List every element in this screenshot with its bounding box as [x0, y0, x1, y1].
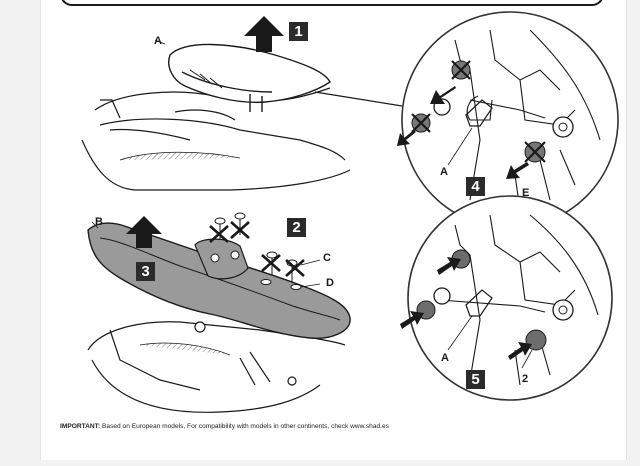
step-1-scooter: [81, 87, 351, 191]
step-3-badge: 3: [136, 262, 155, 281]
removal-arrow: [430, 86, 456, 104]
lift-arrow-step-1: [244, 16, 284, 52]
step-1-badge: 1: [289, 22, 308, 41]
important-text: Based on European models, For compatibil…: [100, 423, 389, 430]
bolt-removed-marks: [411, 60, 546, 163]
important-label: IMPORTANT:: [60, 423, 101, 430]
callout-screw-c: C: [323, 252, 331, 264]
fixing-screws: [214, 212, 321, 290]
detail-circle-5: [400, 195, 613, 401]
callout-washer-d: D: [326, 277, 334, 289]
callout-detail4-e: E: [522, 187, 530, 199]
callout-detail5-2: 2: [522, 373, 529, 385]
callout-detail4-a: A: [440, 166, 448, 178]
step-2-badge: 2: [287, 218, 306, 237]
step-5-badge: 5: [466, 370, 485, 389]
do-not-use-marks: [209, 221, 305, 277]
step-4-badge: 4: [466, 177, 485, 196]
callout-rack-b: B: [95, 216, 103, 228]
removal-arrow: [397, 130, 416, 146]
step-3-scooter-body: [87, 321, 346, 413]
lower-arrow-step-3: [126, 216, 162, 248]
important-note: IMPORTANT: Based on European models, For…: [60, 423, 389, 430]
insert-arrow: [400, 311, 424, 329]
insert-arrow: [437, 257, 461, 275]
rack-part: [87, 221, 351, 339]
seat-part: [154, 39, 331, 112]
insert-arrow: [508, 342, 532, 360]
removal-arrow: [506, 162, 529, 179]
detail-circle-4: [314, 11, 619, 229]
callout-seat-a: A: [154, 35, 162, 47]
callout-detail5-a: A: [441, 352, 449, 364]
